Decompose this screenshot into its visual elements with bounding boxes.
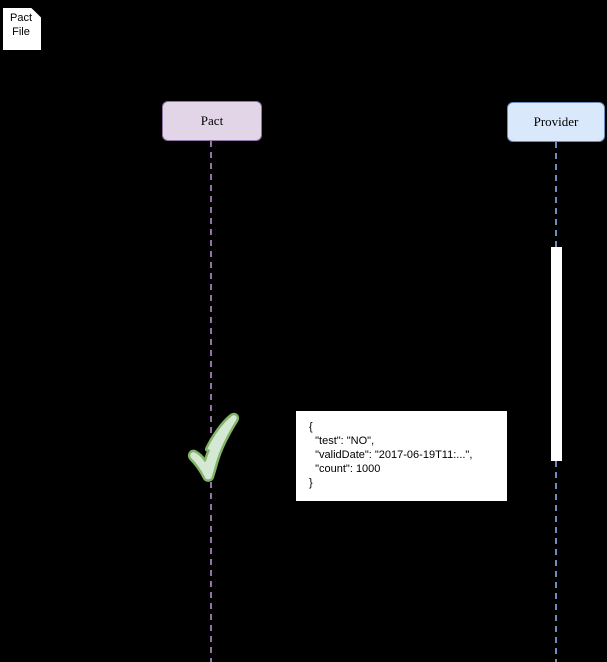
pact-file-label-line1: Pact [9,12,32,24]
lifeline-head-pact: Pact [162,101,262,141]
json-line: "count": 1000 [309,463,381,475]
json-line: } [309,477,313,489]
pact-file-label-line2: File [12,26,30,38]
note-icon [1,1,43,52]
json-line: { [309,421,313,433]
lifeline-head-provider: Provider [507,102,605,142]
provider-label: Provider [533,114,579,129]
json-line: "validDate": "2017-06-19T11:...", [309,449,473,461]
pact-lifeline [210,141,212,662]
pact-file-note: Pact File [1,1,43,52]
pact-label: Pact [200,113,224,128]
checkmark-icon [184,410,248,484]
provider-activation-bar [551,247,562,461]
json-message-box: { "test": "NO", "validDate": "2017-06-19… [296,411,507,501]
json-line: "test": "NO", [309,435,375,447]
pact-file-label: Pact File [1,11,41,39]
